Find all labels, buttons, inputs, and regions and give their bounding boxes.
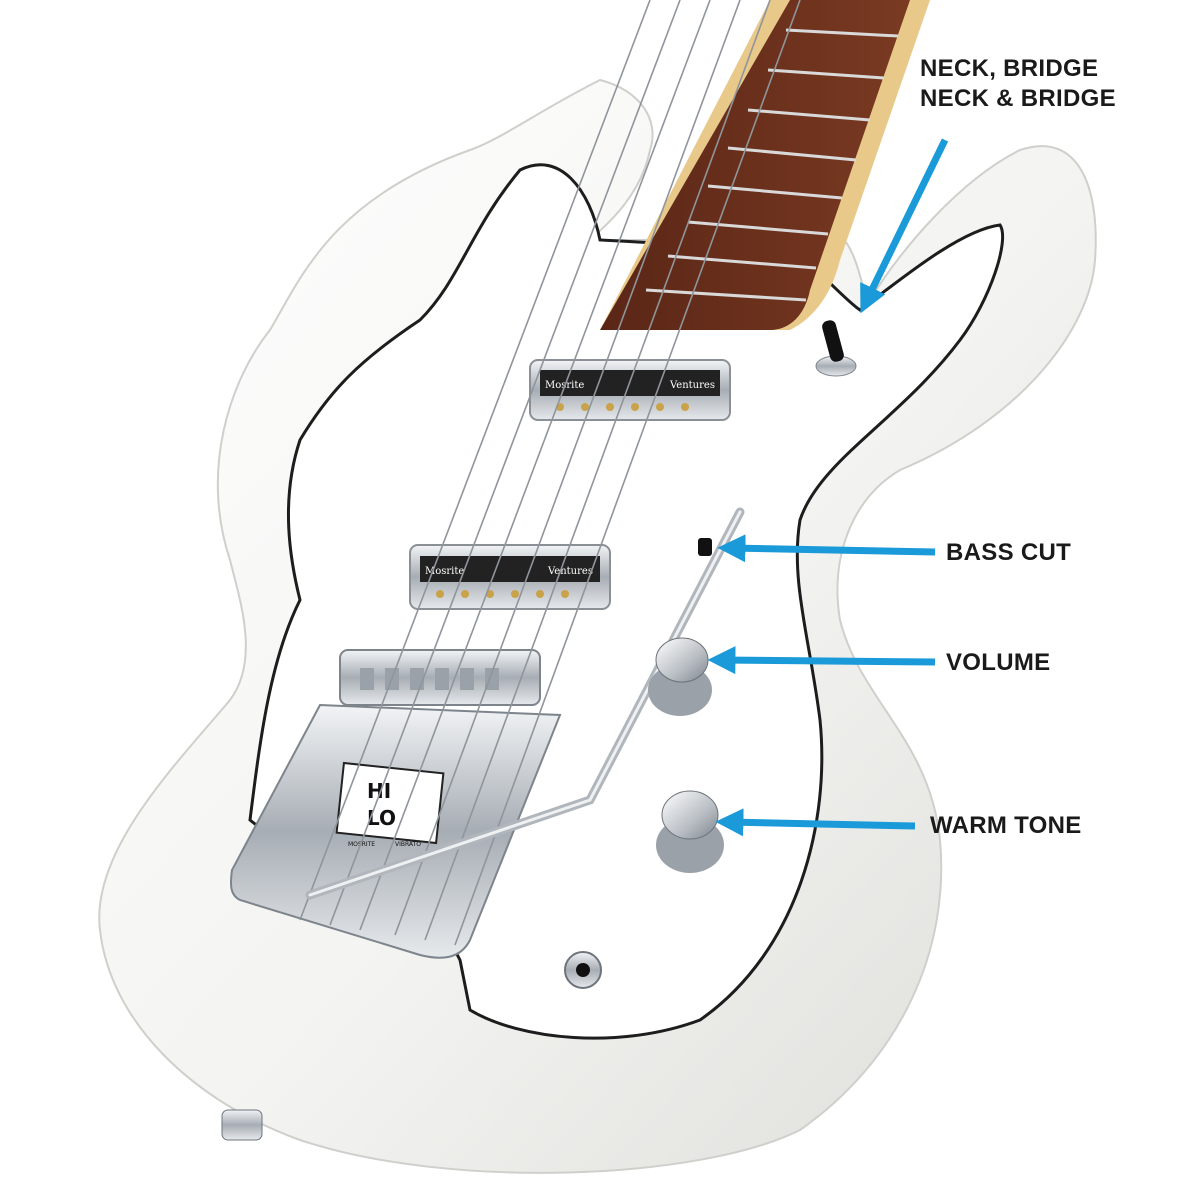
output-jack[interactable] xyxy=(564,951,602,989)
badge-hi: HI xyxy=(367,779,391,803)
callout-volume: VOLUME xyxy=(946,649,1051,676)
toggle-switch[interactable] xyxy=(815,319,857,377)
callout-pickup-switch: NECK, BRIDGE NECK & BRIDGE xyxy=(920,54,1116,114)
bridge-pickup-label-left: Mosrite xyxy=(425,566,464,577)
callout-bass-cut: BASS CUT xyxy=(946,539,1072,566)
arrow-pickup-switch xyxy=(860,138,949,314)
callout-warm-tone: WARM TONE xyxy=(930,812,1082,839)
fretboard xyxy=(600,0,910,330)
neck-pickup: Mosrite Ventures xyxy=(529,359,731,421)
strap-button xyxy=(221,1109,263,1141)
callout-arrows xyxy=(707,138,949,837)
bass-cut-switch[interactable] xyxy=(698,538,712,556)
callout-pickup-switch-line1: NECK, BRIDGE xyxy=(920,55,1099,82)
callout-pickup-switch-line2: NECK & BRIDGE xyxy=(920,85,1116,112)
arrow-tone xyxy=(715,808,916,837)
neck-pickup-label-right: Ventures xyxy=(669,380,715,391)
strings xyxy=(299,0,801,946)
badge-side-bottom: VIBRATO xyxy=(395,841,421,848)
hi-lo-badge: HI LO MOSRITE VIBRATO xyxy=(335,761,445,848)
bridge-pickup: Mosrite Ventures xyxy=(409,544,611,610)
arrow-bass-cut xyxy=(717,534,936,563)
badge-side-left: MOSRITE xyxy=(348,841,375,848)
bridge-pickup-label-right: Ventures xyxy=(547,566,593,577)
bridge xyxy=(339,649,541,706)
arrow-volume xyxy=(707,646,936,675)
frets xyxy=(645,28,899,302)
tone-knob[interactable] xyxy=(656,790,724,873)
volume-knob[interactable] xyxy=(648,637,712,716)
badge-lo: LO xyxy=(367,806,396,830)
